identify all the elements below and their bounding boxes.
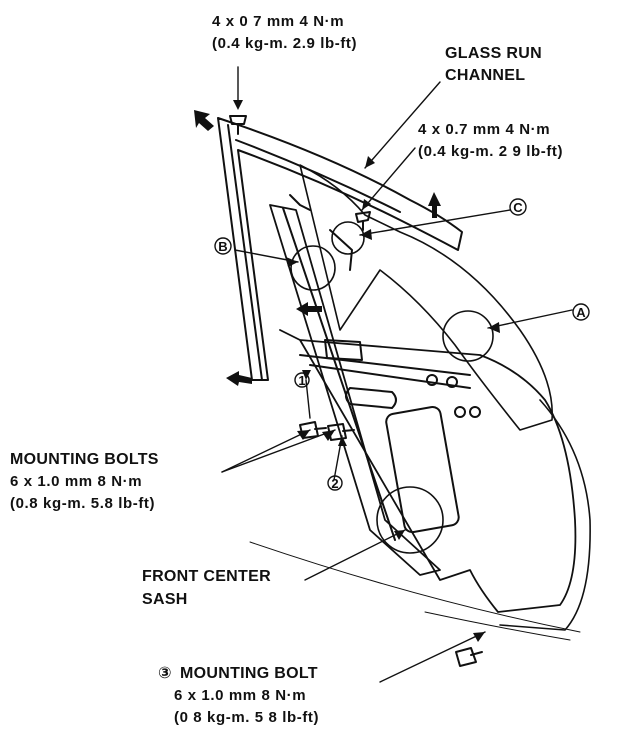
marker-b	[214, 237, 232, 255]
marker-b-label: B	[218, 239, 227, 254]
detail-circle-a	[442, 310, 494, 362]
direction-arrow-up	[428, 192, 441, 218]
marker-a-label: A	[576, 305, 586, 320]
front-center-sash	[269, 204, 441, 576]
marker-a	[572, 303, 590, 321]
top-fastener-spec-line1: 4 x 0 7 mm 4 N·m	[212, 13, 345, 30]
marker-1	[294, 372, 310, 388]
window-glass	[299, 164, 554, 431]
mounting-bolt-3-label: MOUNTING BOLT	[180, 665, 318, 682]
mounting-bolt-3-spec-line2: (0 8 kg-m. 5 8 lb-ft)	[174, 709, 320, 726]
mounting-bolts-spec-line2: (0.8 kg-m. 5.8 lb-ft)	[10, 495, 156, 512]
side-screw	[355, 211, 371, 231]
marker-c-label: C	[513, 200, 523, 215]
glass-run-channel-label-line2: CHANNEL	[445, 67, 526, 84]
glass-run-channel-inner	[235, 139, 401, 213]
marker-2-label: 2	[331, 476, 338, 491]
direction-arrow-up-left	[194, 110, 214, 131]
mounting-bolt-3-prefix: ③	[158, 665, 172, 682]
mounting-bolts-label: MOUNTING BOLTS	[10, 451, 159, 468]
mounting-bolt-3	[455, 647, 483, 667]
top-fastener-spec-line2: (0.4 kg-m. 2.9 lb-ft)	[212, 35, 358, 52]
door-panel	[279, 329, 577, 613]
mounting-bolts-spec-line1: 6 x 1.0 mm 8 N·m	[10, 473, 143, 490]
marker-1-label: 1	[298, 373, 305, 388]
detail-circle-sash	[376, 486, 444, 554]
glass-run-channel-outer	[217, 117, 463, 381]
side-fastener-spec-line2: (0.4 kg-m. 2 9 lb-ft)	[418, 143, 564, 160]
top-screw	[229, 115, 247, 135]
detail-circle-b	[290, 245, 336, 291]
detail-circle-c	[331, 221, 365, 255]
front-center-sash-label-line1: FRONT CENTER	[142, 568, 271, 585]
marker-c	[509, 198, 527, 216]
direction-arrow-left-mid	[296, 302, 322, 316]
glass-run-channel-label-line1: GLASS RUN	[445, 45, 542, 62]
marker-2	[327, 475, 343, 491]
front-center-sash-label-line2: SASH	[142, 591, 188, 608]
mounting-bolt-3-spec-line1: 6 x 1.0 mm 8 N·m	[174, 687, 307, 704]
side-fastener-spec-line1: 4 x 0.7 mm 4 N·m	[418, 121, 551, 138]
direction-arrow-left-low	[226, 371, 252, 386]
